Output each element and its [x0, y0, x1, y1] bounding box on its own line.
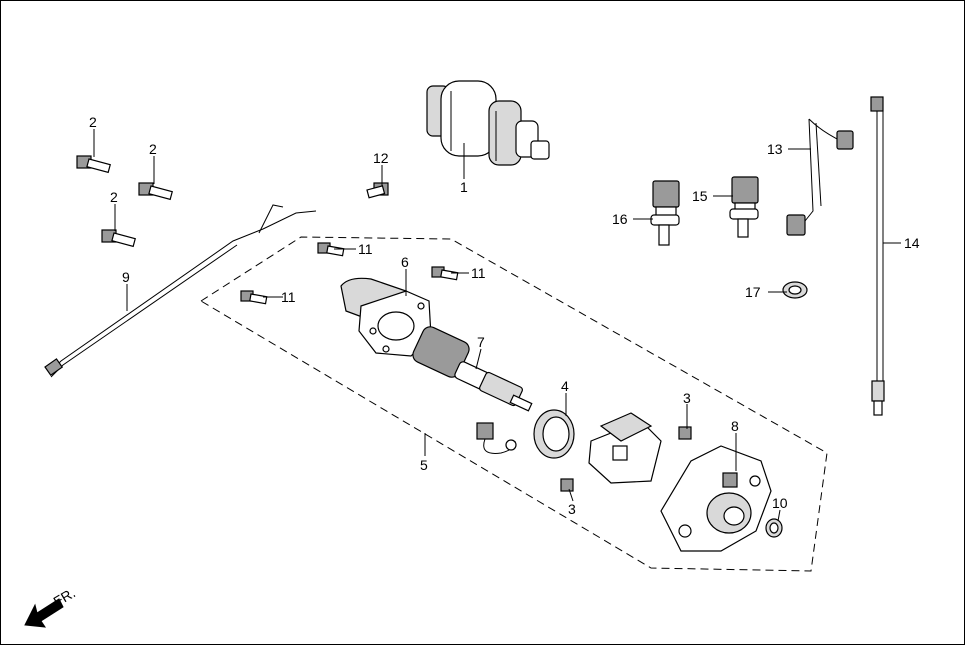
- label-part-7: 7: [477, 334, 485, 350]
- front-arrow-icon: [24, 598, 64, 628]
- part-10-washer: [765, 518, 783, 538]
- label-part-16: 16: [612, 211, 628, 227]
- part-2-bolt-c: [101, 229, 136, 248]
- label-part-2: 2: [89, 114, 97, 130]
- part-2-bolt-b: [138, 182, 173, 201]
- part-17-washer: [782, 281, 808, 299]
- starter-motor-assembly-boundary: [200, 236, 828, 572]
- part-11-bolt-c: [240, 290, 268, 305]
- front-direction-indicator: FR.: [24, 584, 78, 628]
- part-4-o-ring: [533, 409, 575, 459]
- label-part-2: 2: [149, 141, 157, 157]
- part-7-armature: [412, 326, 533, 412]
- label-part-11: 11: [358, 241, 373, 257]
- leader-lines: [93, 129, 901, 522]
- part-2-bolt-a: [76, 155, 111, 174]
- part-13-sensor-harness: [786, 118, 854, 236]
- label-part-17: 17: [745, 284, 761, 300]
- label-part-6: 6: [401, 254, 409, 270]
- label-part-14: 14: [904, 235, 920, 251]
- label-part-2: 2: [110, 189, 118, 205]
- part-6-front-cover: [340, 277, 432, 357]
- part-12-bolt: [366, 182, 389, 199]
- part-16-temperature-sensor: [650, 180, 680, 246]
- label-part-3: 3: [568, 501, 576, 517]
- label-part-10: 10: [772, 495, 788, 511]
- label-part-5: 5: [420, 457, 428, 473]
- part-15-temperature-sensor: [729, 176, 759, 238]
- part-1-starter-drive-gear: [426, 80, 550, 166]
- brush-plate: [588, 412, 662, 484]
- label-part-11: 11: [281, 289, 296, 305]
- part-11-bolt-b: [431, 266, 459, 281]
- label-part-13: 13: [767, 141, 783, 157]
- label-part-1: 1: [460, 179, 468, 195]
- part-3-spring-b: [560, 478, 574, 492]
- part-14-speed-sensor-cable: [870, 96, 885, 416]
- part-8-rear-cover: [660, 445, 772, 552]
- label-part-4: 4: [561, 378, 569, 394]
- label-part-15: 15: [692, 188, 708, 204]
- label-part-12: 12: [373, 150, 389, 166]
- label-part-11: 11: [471, 265, 486, 281]
- part-9-starter-cable: [44, 204, 317, 378]
- part-11-bolt-a: [317, 242, 345, 257]
- label-part-3: 3: [683, 390, 691, 406]
- label-part-8: 8: [731, 418, 739, 434]
- part-3-spring-a: [678, 426, 692, 440]
- label-part-9: 9: [122, 269, 130, 285]
- brush-with-spring: [476, 422, 517, 454]
